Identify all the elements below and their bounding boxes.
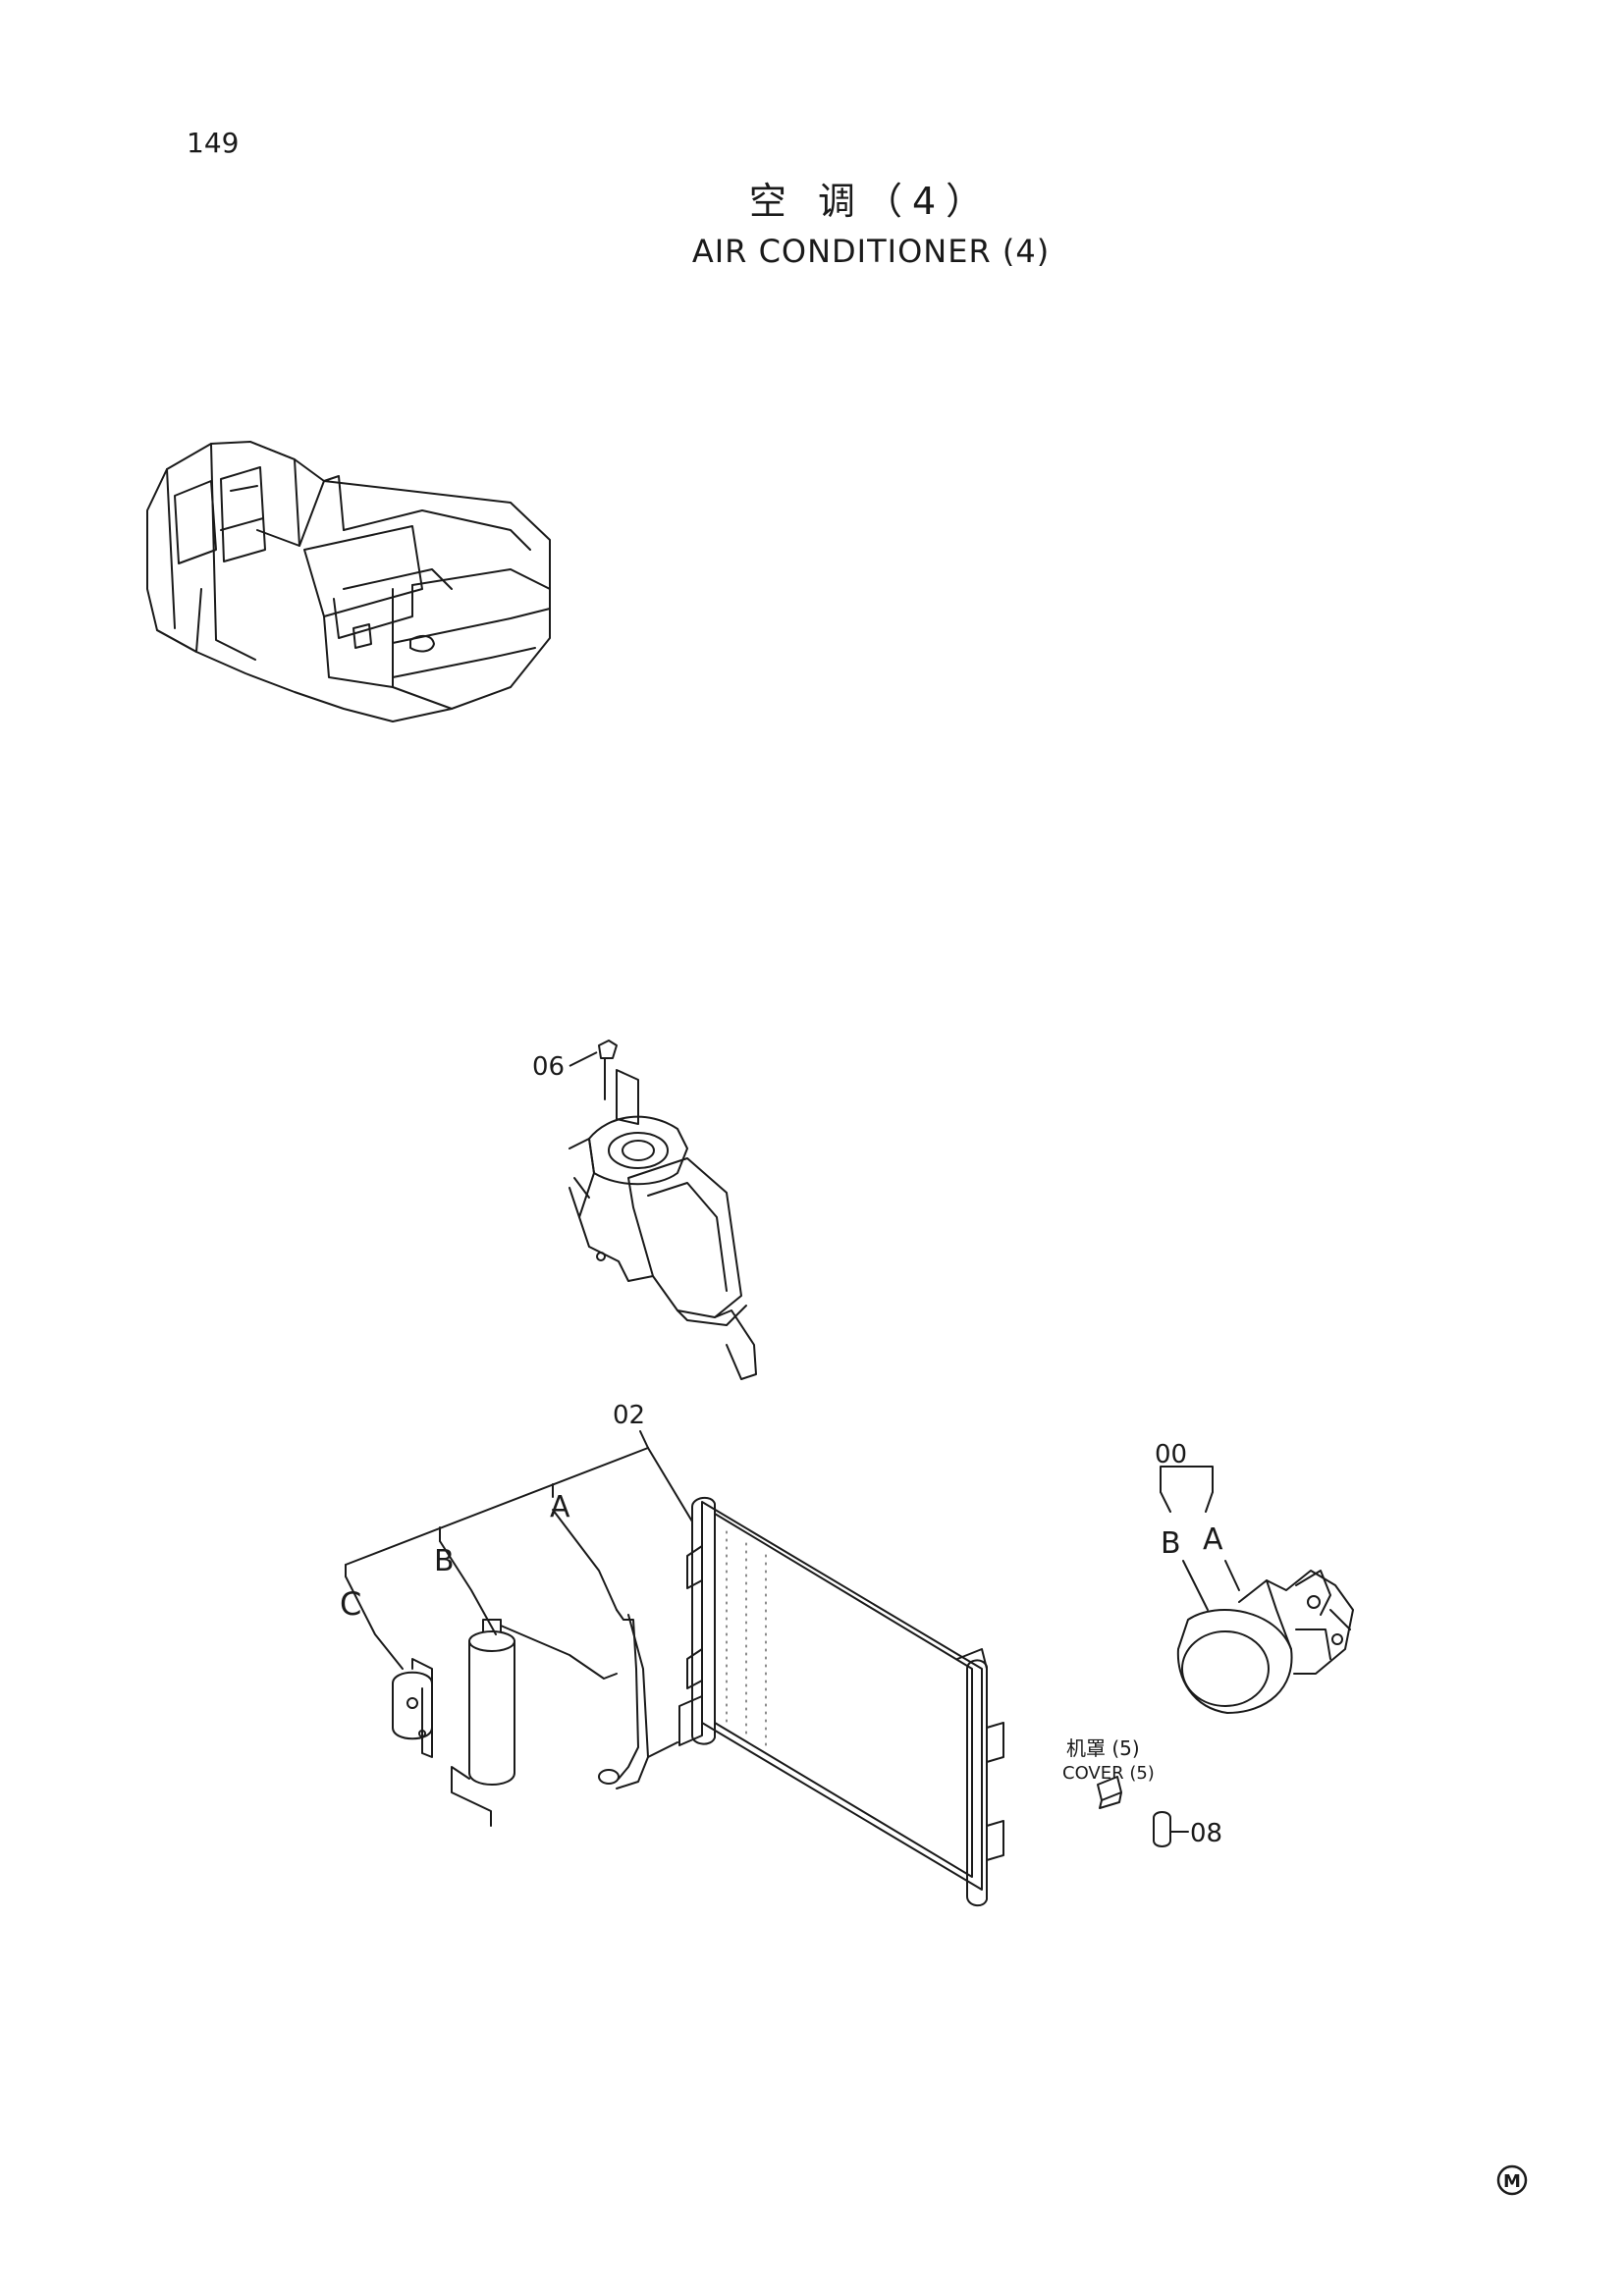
- callout-06: 06: [532, 1052, 565, 1082]
- bracket-c-drawing: [392, 1658, 433, 1758]
- callout-compressor-b: B: [1161, 1526, 1181, 1561]
- part-02-leader-lines: [345, 1430, 693, 1670]
- part-06-assembly-drawing: [568, 1040, 757, 1380]
- compressor-00-drawing: [1160, 1466, 1354, 1714]
- excavator-overview-drawing: [146, 441, 551, 722]
- callout-02: 02: [613, 1401, 645, 1430]
- page-title-english: AIR CONDITIONER (4): [691, 233, 1051, 270]
- callout-compressor-a: A: [1203, 1522, 1223, 1557]
- svg-text:M: M: [1503, 2171, 1521, 2192]
- callout-c: C: [340, 1585, 361, 1623]
- page-title-chinese: 空 调（4）: [748, 180, 994, 223]
- corner-mark-icon: M: [1496, 2164, 1528, 2196]
- cover-label-english: COVER (5): [1062, 1763, 1155, 1784]
- page-number: 149: [187, 127, 240, 159]
- cover-label-chinese: 机罩 (5): [1066, 1736, 1140, 1760]
- callout-00: 00: [1155, 1440, 1187, 1469]
- callout-08: 08: [1190, 1819, 1222, 1848]
- receiver-drier-b-drawing: [451, 1619, 618, 1827]
- callout-b: B: [434, 1544, 455, 1578]
- cover-5-drawing: [1097, 1776, 1122, 1809]
- callout-a: A: [550, 1490, 570, 1524]
- part-08-drawing: [1153, 1811, 1189, 1847]
- pipe-a-drawing: [598, 1609, 678, 1789]
- condenser-core-drawing: [678, 1496, 1004, 1907]
